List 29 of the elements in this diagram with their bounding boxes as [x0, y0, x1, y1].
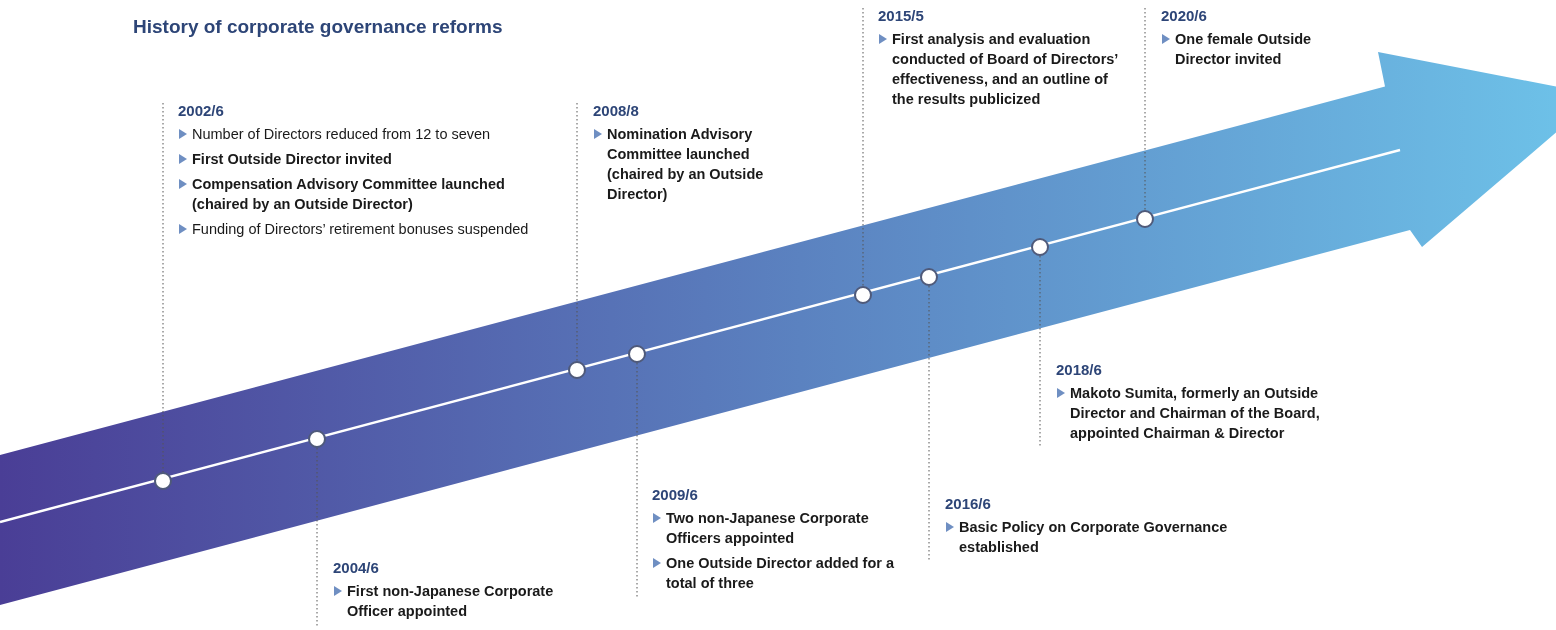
leader-line [316, 447, 318, 627]
reform-item: Funding of Directors’ retirement bonuses suspended [178, 219, 553, 239]
title: History of corporate governance reforms [133, 16, 503, 38]
reform-item: Two non-Japanese Corporate Officers appointed [652, 508, 912, 548]
date-label: 2004/6 [333, 558, 379, 578]
leader-line [636, 362, 638, 599]
reform-item: Number of Directors reduced from 12 to seven [178, 124, 553, 144]
leader-line [1039, 255, 1041, 449]
date-label: 2018/6 [1056, 360, 1102, 380]
reform-item: Makoto Sumita, formerly an Outside Director and Chairman of the Board, appointed Chairman & Director [1056, 383, 1356, 443]
date-label: 2020/6 [1161, 6, 1207, 26]
date-label: 2008/8 [593, 101, 639, 121]
leader-line [928, 285, 930, 563]
leader-line [162, 102, 164, 473]
reform-item: First analysis and evaluation conducted of Board of Directors’ effectiveness, and an outline of the results publicized [878, 29, 1128, 109]
leader-line [862, 7, 864, 287]
reform-item: First non-Japanese Corporate Officer appointed [333, 581, 593, 621]
leader-line [1144, 7, 1146, 211]
date-label: 2002/6 [178, 101, 224, 121]
reform-item: Compensation Advisory Committee launched (chaired by an Outside Director) [178, 174, 553, 214]
reform-item: One female Outside Director invited [1161, 29, 1341, 69]
reform-item: Basic Policy on Corporate Governance established [945, 517, 1265, 557]
date-label: 2016/6 [945, 494, 991, 514]
reform-item: First Outside Director invited [178, 149, 553, 169]
reform-item: One Outside Director added for a total of three [652, 553, 912, 593]
date-label: 2009/6 [652, 485, 698, 505]
leader-line [576, 102, 578, 362]
date-label: 2015/5 [878, 6, 924, 26]
reform-item: Nomination Advisory Committee launched (chaired by an Outside Director) [593, 124, 788, 204]
